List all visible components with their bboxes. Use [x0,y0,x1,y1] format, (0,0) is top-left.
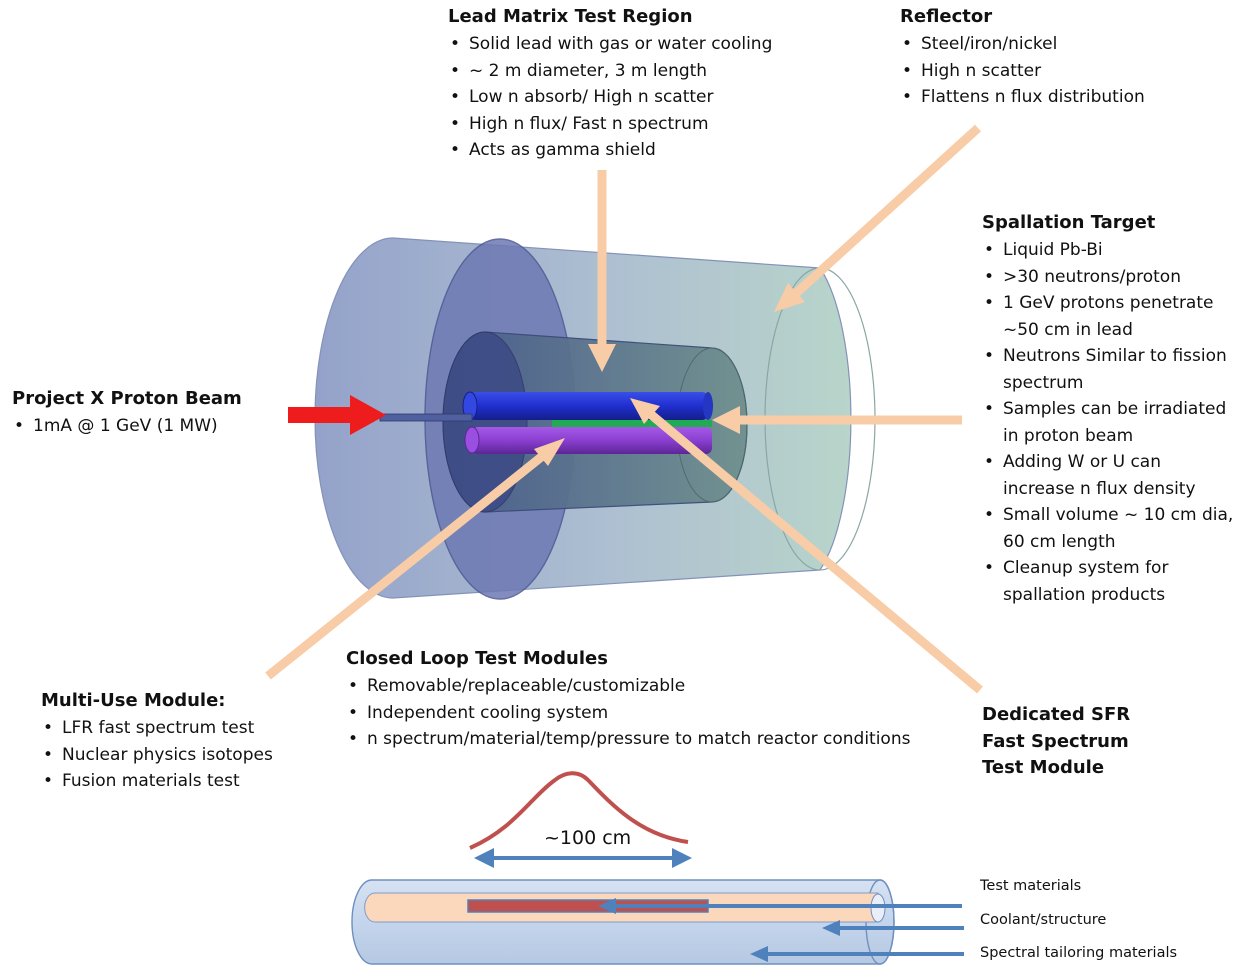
list-item: Independent cooling system [346,700,946,727]
multi-use-title: Multi-Use Module: [41,690,226,711]
list-item: >30 neutrons/proton [982,264,1237,291]
spectral-tailoring-label: Spectral tailoring materials [980,945,1178,961]
beam-pipe [379,413,473,422]
spallation-callout: Spallation Target Liquid Pb-Bi >30 neutr… [982,209,1237,608]
callout-arrows [265,124,983,694]
coolant-structure-label: Coolant/structure [980,912,1107,928]
list-item: Flattens n flux distribution [900,84,1200,111]
test-materials-label: Test materials [980,878,1082,894]
list-item: 1 GeV protons penetrate ~50 cm in lead [982,290,1237,343]
module-detail-diagram [351,771,964,965]
sfr-arrow [645,408,983,694]
list-item: Liquid Pb-Bi [982,237,1237,264]
sfr-line: Dedicated SFR [982,704,1131,725]
proton-beam-title: Project X Proton Beam [12,388,242,409]
sfr-line: Test Module [982,757,1105,778]
list-item: Small volume ~ 10 cm dia, 60 cm length [982,502,1237,555]
list-item: High n flux/ Fast n spectrum [448,111,808,138]
spallation-title: Spallation Target [982,212,1156,233]
list-item: Solid lead with gas or water cooling [448,31,808,58]
list-item: High n scatter [900,58,1200,85]
list-item: Acts as gamma shield [448,137,808,164]
list-item: Cleanup system for spallation products [982,555,1237,608]
flux-curve [469,771,689,850]
closed-loop-module [464,420,712,454]
list-item: LFR fast spectrum test [41,715,331,742]
list-item: Samples can be irradiated in proton beam [982,396,1237,449]
closed-loop-callout: Closed Loop Test Modules Removable/repla… [346,645,946,753]
list-item: 1mA @ 1 GeV (1 MW) [12,413,282,440]
list-item: Neutrons Similar to fission spectrum [982,343,1237,396]
dimension-label: ~100 cm [544,827,632,849]
list-item: Removable/replaceable/customizable [346,673,946,700]
proton-beam-callout: Project X Proton Beam 1mA @ 1 GeV (1 MW) [12,385,282,440]
list-item: Fusion materials test [41,768,331,795]
multi-use-arrow [265,450,548,680]
list-item: n spectrum/material/temp/pressure to mat… [346,726,946,753]
list-item: Adding W or U can increase n flux densit… [982,449,1237,502]
reflector-callout: Reflector Steel/iron/nickel High n scatt… [900,3,1200,111]
spallation-target [462,391,713,421]
list-item: Nuclear physics isotopes [41,742,331,769]
reflector-title: Reflector [900,6,993,27]
reflector-arrow [788,124,982,301]
closed-loop-title: Closed Loop Test Modules [346,648,608,669]
list-item: Low n absorb/ High n scatter [448,84,808,111]
list-item: ~ 2 m diameter, 3 m length [448,58,808,85]
sfr-callout: Dedicated SFR Fast Spectrum Test Module [982,702,1182,782]
sfr-line: Fast Spectrum [982,730,1129,752]
multi-use-callout: Multi-Use Module: LFR fast spectrum test… [41,687,331,795]
lead-matrix-callout: Lead Matrix Test Region Solid lead with … [448,3,808,164]
lead-matrix-title: Lead Matrix Test Region [448,6,693,27]
proton-beam-arrow [288,395,386,435]
list-item: Steel/iron/nickel [900,31,1200,58]
